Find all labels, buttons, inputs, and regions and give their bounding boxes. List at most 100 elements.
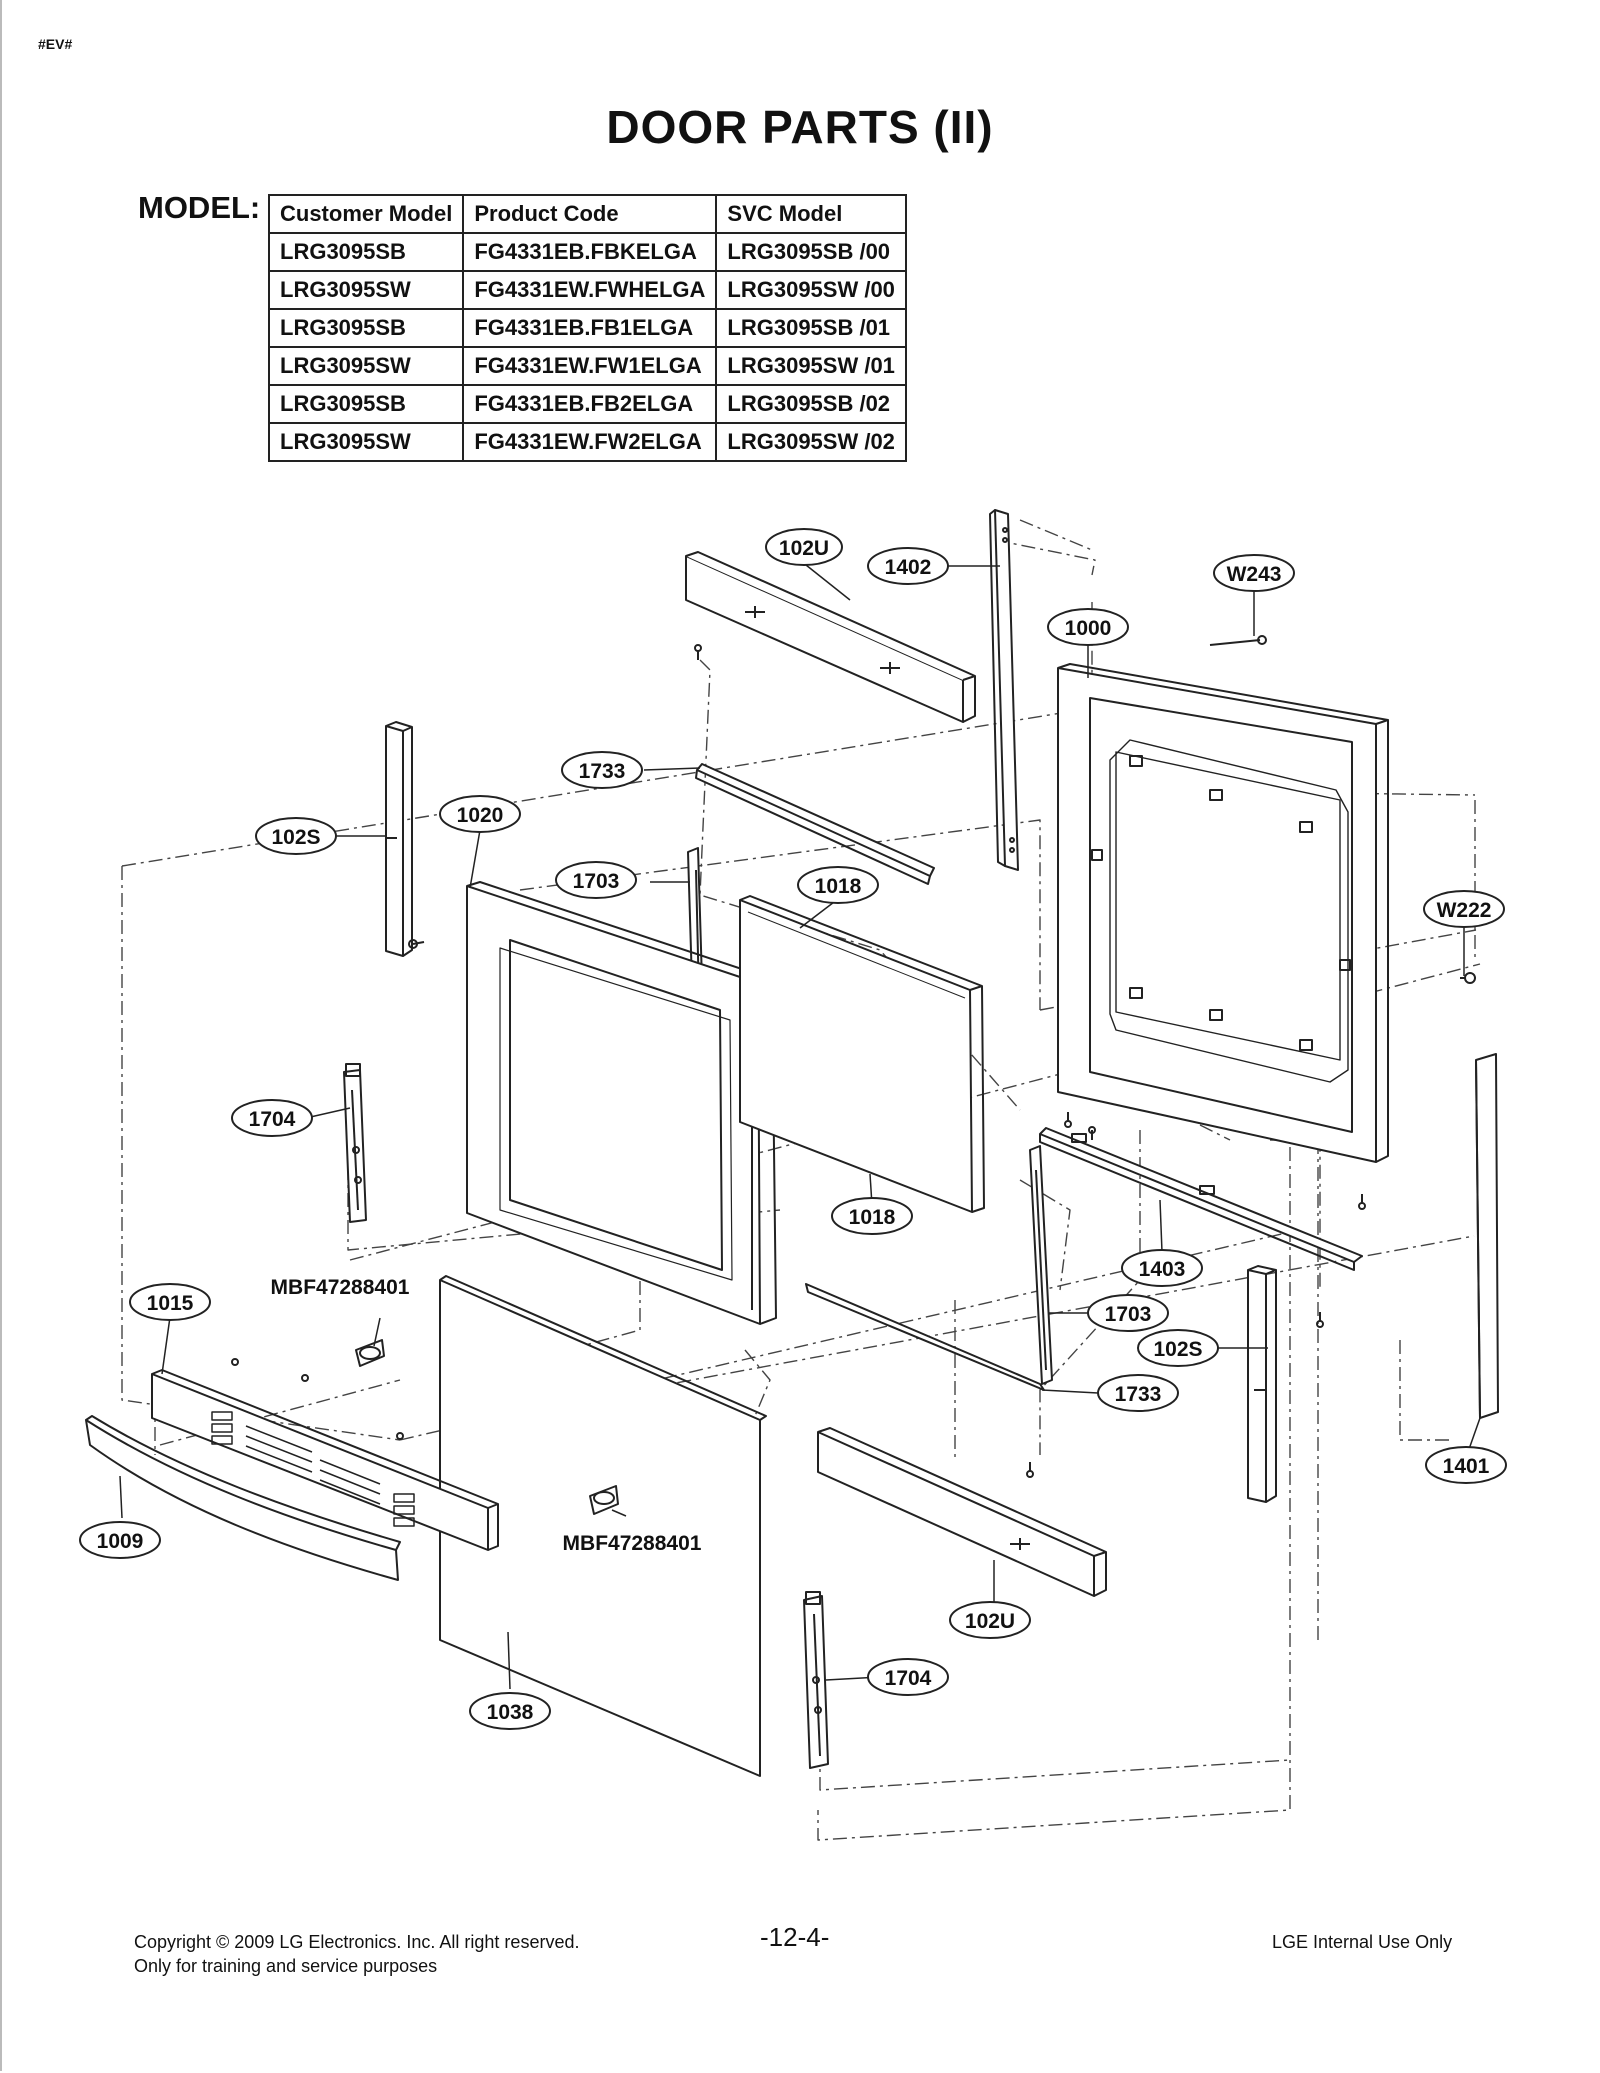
footer-copyright-block: Copyright © 2009 LG Electronics. Inc. Al… bbox=[134, 1930, 579, 1978]
table-row: LRG3095SB FG4331EB.FB1ELGA LRG3095SB /01 bbox=[267, 308, 907, 348]
callout-102s-right: 102S bbox=[1153, 1338, 1202, 1361]
cell-svc-model: LRG3095SW /00 bbox=[715, 270, 907, 310]
model-label: MODEL: bbox=[138, 190, 261, 225]
part-1018-glass-panel bbox=[739, 895, 985, 1213]
part-1402-vertical-strip bbox=[989, 509, 1019, 871]
callout-1733-top: 1733 bbox=[579, 760, 626, 783]
callout-oval bbox=[255, 817, 337, 855]
cell-svc-model: LRG3095SB /00 bbox=[715, 232, 907, 272]
callout-1402: 1402 bbox=[885, 556, 932, 579]
callout-102s-left: 102S bbox=[271, 826, 320, 849]
cell-svc-model: LRG3095SB /01 bbox=[715, 308, 907, 348]
callout-1038: 1038 bbox=[487, 1701, 534, 1724]
cell-product-code: FG4331EB.FB1ELGA bbox=[462, 308, 718, 348]
callout-1704-bottom: 1704 bbox=[885, 1667, 932, 1690]
leader-lines bbox=[119, 564, 1481, 1690]
callout-102u-bottom: 102U bbox=[965, 1610, 1015, 1633]
footer-copyright: Copyright © 2009 LG Electronics. Inc. Al… bbox=[134, 1932, 580, 1952]
part-1020-inner-frame bbox=[466, 881, 777, 1325]
callout-1015: 1015 bbox=[147, 1292, 194, 1315]
callout-oval bbox=[797, 866, 879, 904]
callout-oval bbox=[129, 1283, 211, 1321]
part-102s-right-bar bbox=[1247, 1265, 1277, 1503]
table-row: LRG3095SB FG4331EB.FB2ELGA LRG3095SB /02 bbox=[267, 384, 907, 424]
callout-oval bbox=[867, 547, 949, 585]
cell-customer-model: LRG3095SW bbox=[267, 270, 465, 310]
cell-product-code: FG4331EW.FWHELGA bbox=[462, 270, 718, 310]
page-title: DOOR PARTS (II) bbox=[606, 101, 994, 153]
cell-svc-model: LRG3095SW /02 bbox=[715, 422, 907, 462]
callout-oval bbox=[1087, 1294, 1169, 1332]
model-table-header-row: Customer Model Product Code SVC Model bbox=[267, 194, 907, 234]
cell-customer-model: LRG3095SW bbox=[267, 346, 465, 386]
part-1704-bottom-hinge bbox=[803, 1591, 829, 1769]
mbf-spacer-lower bbox=[589, 1485, 619, 1515]
callout-1020: 1020 bbox=[457, 804, 504, 827]
cell-product-code: FG4331EB.FBKELGA bbox=[462, 232, 718, 272]
callout-w222: W222 bbox=[1437, 899, 1492, 922]
part-1401-right-strip bbox=[1475, 1053, 1499, 1419]
cell-product-code: FG4331EB.FB2ELGA bbox=[462, 384, 718, 424]
callout-oval bbox=[79, 1521, 161, 1559]
callout-1403: 1403 bbox=[1139, 1258, 1186, 1281]
callout-1018-top: 1018 bbox=[815, 875, 862, 898]
part-label-mbf-lower: MBF47288401 bbox=[563, 1532, 702, 1555]
model-table: Customer Model Product Code SVC Model LR… bbox=[267, 194, 907, 462]
callout-oval bbox=[469, 1692, 551, 1730]
callout-1704-left: 1704 bbox=[249, 1108, 296, 1131]
part-102u-bottom-bar bbox=[817, 1427, 1107, 1597]
part-1015-vent-panel bbox=[151, 1369, 499, 1551]
header-customer-model: Customer Model bbox=[267, 194, 465, 234]
part-label-mbf-upper: MBF47288401 bbox=[271, 1276, 410, 1299]
cell-product-code: FG4331EW.FW2ELGA bbox=[462, 422, 718, 462]
cell-product-code: FG4331EW.FW1ELGA bbox=[462, 346, 718, 386]
cell-customer-model: LRG3095SB bbox=[267, 384, 465, 424]
cell-customer-model: LRG3095SW bbox=[267, 422, 465, 462]
callout-1401: 1401 bbox=[1443, 1455, 1490, 1478]
part-1009-handle bbox=[85, 1415, 401, 1581]
callout-1018-bottom: 1018 bbox=[849, 1206, 896, 1229]
callout-oval bbox=[1121, 1249, 1203, 1287]
callout-1000: 1000 bbox=[1065, 617, 1112, 640]
table-row: LRG3095SW FG4331EW.FW2ELGA LRG3095SW /02 bbox=[267, 422, 907, 462]
part-102s-left-bar bbox=[385, 721, 413, 957]
callout-oval bbox=[439, 795, 521, 833]
footer-internal-note: LGE Internal Use Only bbox=[1272, 1932, 1453, 1952]
page-number: -12-4- bbox=[760, 1922, 830, 1952]
footer-training-note: Only for training and service purposes bbox=[134, 1956, 438, 1976]
part-102u-top-bar bbox=[685, 551, 976, 723]
part-1703-right-vertical bbox=[1029, 1145, 1053, 1385]
part-1000-outer-frame bbox=[1057, 663, 1389, 1163]
callout-oval bbox=[1425, 1446, 1507, 1484]
header-svc-model: SVC Model bbox=[715, 194, 907, 234]
callout-oval bbox=[561, 751, 643, 789]
callout-oval bbox=[1047, 608, 1129, 646]
callout-oval bbox=[765, 528, 843, 566]
cell-customer-model: LRG3095SB bbox=[267, 308, 465, 348]
header-product-code: Product Code bbox=[462, 194, 718, 234]
callout-oval bbox=[1097, 1374, 1179, 1412]
callout-oval bbox=[831, 1197, 913, 1235]
part-1733-top-strip bbox=[695, 763, 935, 885]
callout-oval bbox=[1213, 554, 1295, 592]
document-tag: #EV# bbox=[38, 36, 73, 52]
cell-svc-model: LRG3095SB /02 bbox=[715, 384, 907, 424]
callout-oval bbox=[949, 1601, 1031, 1639]
callout-oval bbox=[867, 1658, 949, 1696]
part-1403-bottom-bracket bbox=[1039, 1127, 1363, 1271]
table-row: LRG3095SB FG4331EB.FBKELGA LRG3095SB /00 bbox=[267, 232, 907, 272]
callout-w243: W243 bbox=[1227, 563, 1282, 586]
callout-1009: 1009 bbox=[97, 1530, 144, 1553]
callout-oval bbox=[1423, 890, 1505, 928]
callout-oval bbox=[231, 1099, 313, 1137]
table-row: LRG3095SW FG4331EW.FWHELGA LRG3095SW /00 bbox=[267, 270, 907, 310]
callout-oval bbox=[1137, 1329, 1219, 1367]
cell-svc-model: LRG3095SW /01 bbox=[715, 346, 907, 386]
callout-1703-left: 1703 bbox=[573, 870, 620, 893]
cell-customer-model: LRG3095SB bbox=[267, 232, 465, 272]
callout-102u-top: 102U bbox=[779, 537, 829, 560]
table-row: LRG3095SW FG4331EW.FW1ELGA LRG3095SW /01 bbox=[267, 346, 907, 386]
callout-oval bbox=[555, 861, 637, 899]
